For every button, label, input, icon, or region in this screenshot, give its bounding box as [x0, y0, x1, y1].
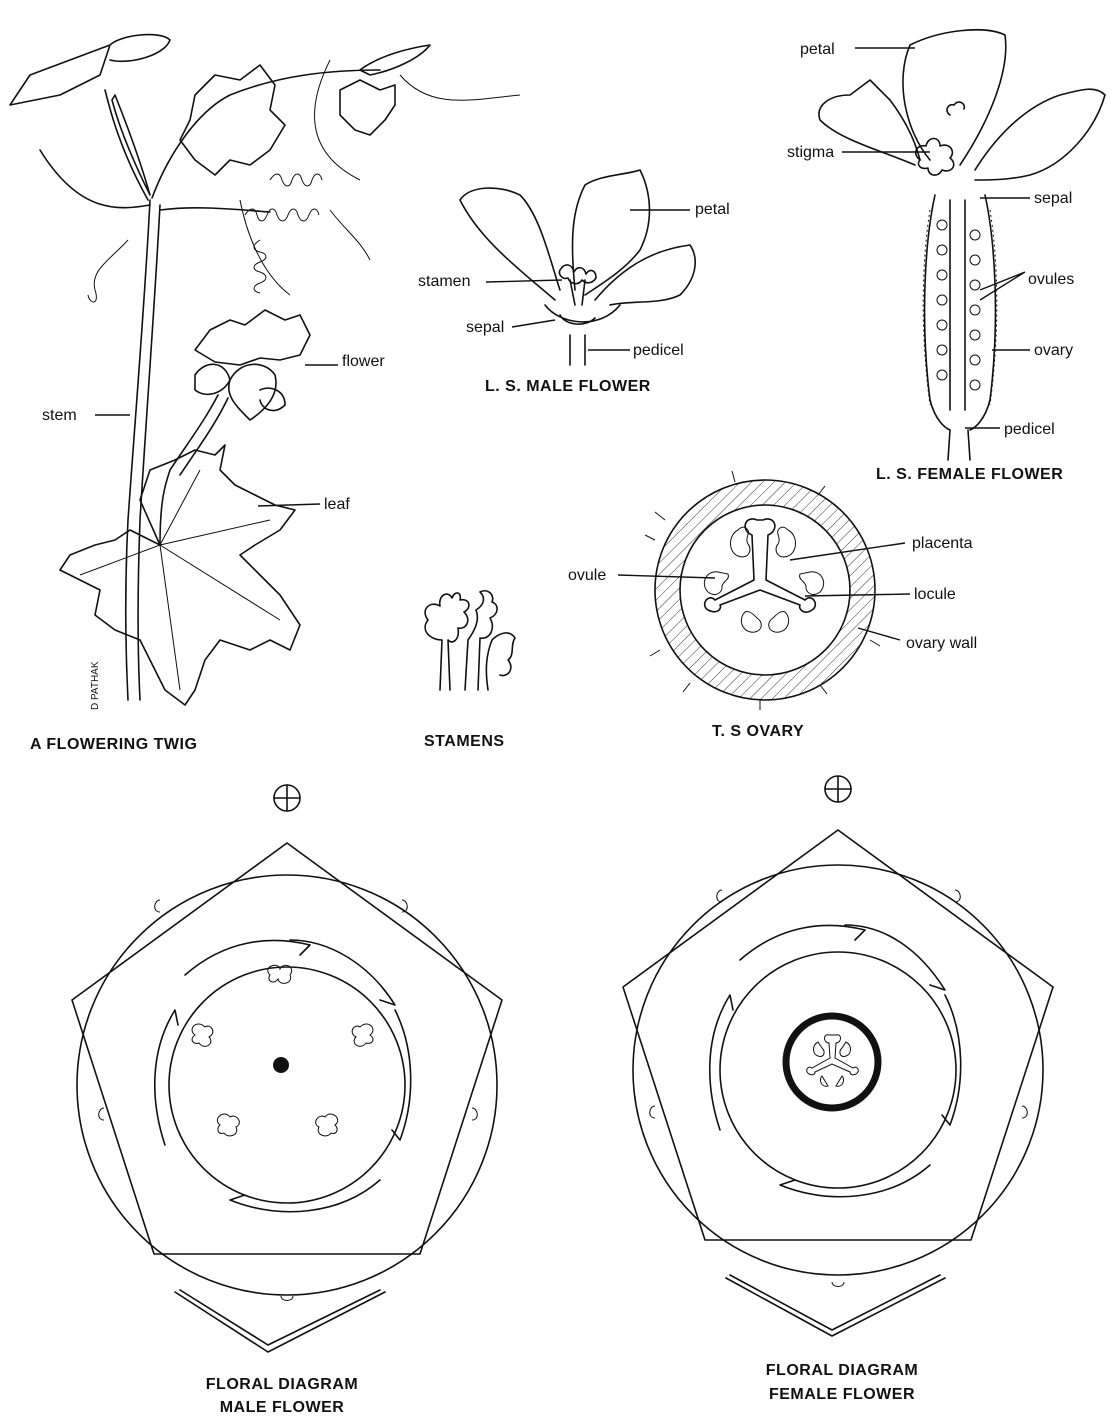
female-petal-arcs [710, 925, 961, 1197]
female-ovules-drawing [937, 220, 980, 390]
female-label-pedicel: pedicel [1004, 421, 1055, 438]
male-inner-whorl-ring [169, 967, 405, 1203]
ts-label-locule: locule [914, 586, 956, 603]
female-petal-right-drawing [975, 89, 1105, 180]
stamen-one-drawing [425, 593, 469, 690]
male-stamen-leader [486, 280, 562, 282]
caption-male-diagram-line2: MALE FLOWER [220, 1399, 345, 1416]
ovary-wall-inner-drawing [680, 505, 850, 675]
petiole-drawing [160, 395, 228, 545]
male-stamen-cluster-drawing [559, 265, 596, 305]
male-label-stamen: stamen [418, 273, 470, 290]
male-calyx-pentagon [72, 843, 502, 1254]
ovary-ts: placenta ovule locule ovary wall T. S OV… [568, 471, 977, 740]
female-inner-whorl-ring [720, 952, 956, 1188]
ts-label-ovule: ovule [568, 567, 606, 584]
female-bract-icon [726, 1275, 945, 1336]
stamens-drawing: STAMENS [424, 591, 515, 750]
male-petal-arcs [155, 940, 411, 1212]
label-stem: stem [42, 407, 77, 424]
label-leaf: leaf [324, 496, 350, 513]
flowering-twig: flower stem leaf D PATHAK A FLOWERING TW… [10, 35, 520, 753]
male-sepal-leader [512, 320, 555, 327]
male-label-sepal: sepal [466, 319, 504, 336]
upper-branch-drawing [40, 70, 380, 212]
floral-diagram-male: FLORAL DIAGRAM MALE FLOWER [72, 785, 502, 1416]
male-pistillode-dot [273, 1057, 289, 1073]
stamen-three-drawing [486, 633, 515, 690]
actinomorphic-symbol-icon [825, 776, 851, 802]
leaf-leader-line [258, 504, 320, 506]
actinomorphic-symbol-icon [274, 785, 300, 811]
label-flower: flower [342, 353, 385, 370]
caption-flowering-twig: A FLOWERING TWIG [30, 736, 197, 753]
female-label-ovules: ovules [1028, 271, 1074, 288]
male-receptacle-drawing [545, 305, 620, 365]
female-pedicel-drawing [948, 430, 970, 460]
female-label-ovary: ovary [1034, 342, 1073, 359]
caption-male-diagram-line1: FLORAL DIAGRAM [206, 1376, 358, 1393]
floral-diagram-female: FLORAL DIAGRAM FEMALE FLOWER [623, 776, 1053, 1403]
twig-stem-drawing [126, 200, 160, 700]
female-ovary-placenta-icon [807, 1035, 859, 1087]
female-label-sepal: sepal [1034, 190, 1072, 207]
ts-label-placenta: placenta [912, 535, 973, 552]
leaf-veins-drawing [80, 470, 280, 690]
long-tendril-drawing [240, 60, 520, 295]
female-stigma-drawing [916, 102, 965, 175]
female-ovary-ring [786, 1016, 878, 1108]
female-ovules-leader [980, 272, 1025, 300]
male-petal-left-drawing [460, 188, 560, 300]
male-corolla-outer-ring [77, 875, 497, 1295]
caption-male-flower: L. S. MALE FLOWER [485, 378, 651, 395]
male-bract-icon [175, 1290, 385, 1352]
male-petal-center-drawing [572, 170, 649, 295]
female-ovary-wall-hatch [923, 210, 997, 405]
ts-label-ovary-wall: ovary wall [906, 635, 977, 652]
caption-stamens: STAMENS [424, 733, 505, 750]
male-label-petal: petal [695, 201, 730, 218]
bud-drawing [112, 45, 430, 195]
caption-ts-ovary: T. S OVARY [712, 723, 804, 740]
male-petal-right-drawing [595, 245, 695, 305]
male-stamen-anthers [192, 965, 373, 1136]
female-label-petal: petal [800, 41, 835, 58]
male-label-pedicel: pedicel [633, 342, 684, 359]
female-petal-top-drawing [903, 30, 1006, 165]
caption-female-diagram-line1: FLORAL DIAGRAM [766, 1362, 918, 1379]
caption-female-diagram-line2: FEMALE FLOWER [769, 1386, 915, 1403]
tendril-drawing [88, 174, 370, 302]
upper-flower-drawing [10, 35, 170, 105]
caption-female-flower: L. S. FEMALE FLOWER [876, 466, 1063, 483]
female-flower-ls: petal stigma sepal ovules ovary pedicel … [787, 30, 1105, 483]
female-label-stigma: stigma [787, 144, 834, 161]
male-flower-ls: petal stamen sepal pedicel L. S. MALE FL… [418, 170, 730, 395]
female-ovary-drawing [925, 195, 996, 430]
upper-right-leaf-drawing [340, 80, 395, 135]
artist-signature: D PATHAK [90, 661, 101, 710]
